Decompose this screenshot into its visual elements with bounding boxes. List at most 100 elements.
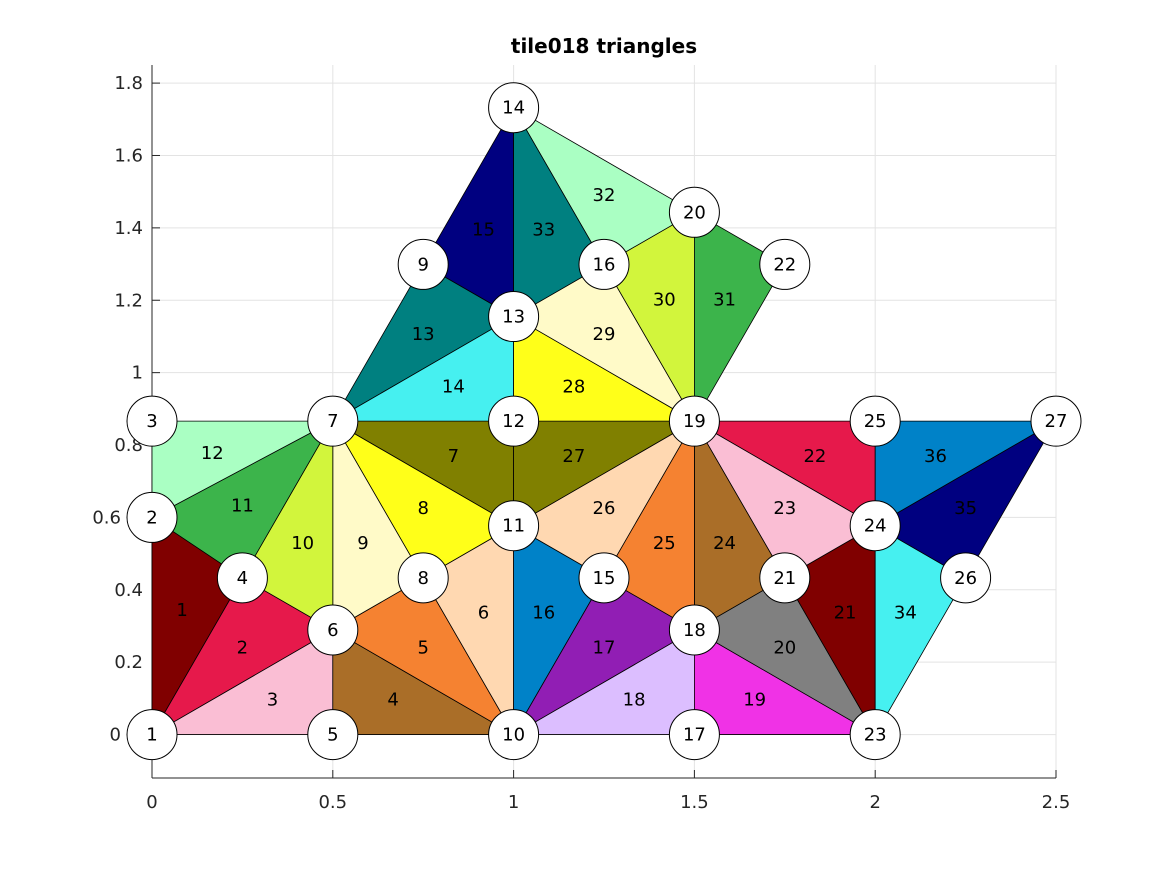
y-tick-label: 0.4 (114, 580, 143, 601)
node-label: 20 (683, 202, 706, 223)
node-8 (397, 552, 449, 604)
node-label: 22 (773, 254, 796, 275)
triangle-label: 31 (713, 289, 736, 310)
node-label: 16 (593, 254, 616, 275)
node-4 (216, 552, 268, 604)
triangle-36 (874, 420, 1058, 527)
node-label: 23 (864, 725, 887, 746)
x-tick-label: 2 (869, 792, 880, 813)
triangle-label: 7 (448, 446, 459, 467)
node-27 (1030, 395, 1082, 447)
node-17 (668, 709, 720, 761)
node-label: 7 (327, 411, 338, 432)
node-14 (488, 82, 540, 134)
triangle-label: 30 (653, 289, 676, 310)
y-tick-label: 1 (132, 363, 143, 384)
triangle-label: 1 (176, 600, 187, 621)
node-3 (126, 395, 178, 447)
triangle-label: 5 (417, 637, 428, 658)
node-label: 24 (864, 516, 887, 537)
node-26 (940, 552, 992, 604)
triangle-label: 17 (593, 637, 616, 658)
triangle-label: 33 (532, 220, 555, 241)
node-label: 10 (502, 725, 525, 746)
x-tick-label: 1.5 (680, 792, 709, 813)
node-19 (668, 395, 720, 447)
y-tick-label: 0 (110, 725, 121, 746)
node-10 (488, 709, 540, 761)
node-18 (668, 604, 720, 656)
triangle-label: 16 (532, 603, 555, 624)
node-label: 27 (1045, 411, 1068, 432)
triangle-label: 32 (593, 185, 616, 206)
node-12 (488, 395, 540, 447)
x-tick-label: 2.5 (1042, 792, 1071, 813)
node-15 (578, 552, 630, 604)
y-tick-label: 1.8 (114, 73, 143, 94)
node-label: 25 (864, 411, 887, 432)
triangle-label: 22 (803, 446, 826, 467)
triangle-label: 18 (623, 690, 646, 711)
triangle-label: 24 (713, 533, 736, 554)
x-tick-label: 0.5 (318, 792, 347, 813)
node-label: 6 (327, 620, 338, 641)
node-label: 1 (146, 725, 157, 746)
node-20 (668, 186, 720, 238)
triangle-label: 29 (593, 324, 616, 345)
node-label: 5 (327, 725, 338, 746)
node-23 (849, 709, 901, 761)
triangle-label: 26 (593, 498, 616, 519)
triangle-label: 35 (954, 498, 977, 519)
triangle-label: 11 (231, 495, 254, 516)
nodes: 1234567891011121314151617181920212223242… (126, 82, 1082, 761)
node-16 (578, 238, 630, 290)
node-13 (488, 291, 540, 343)
node-label: 14 (502, 98, 525, 119)
node-label: 13 (502, 307, 525, 328)
triangle-label: 28 (562, 376, 585, 397)
node-label: 21 (773, 568, 796, 589)
node-2 (126, 491, 178, 543)
triangle-label: 13 (412, 324, 435, 345)
triangle-label: 27 (562, 446, 585, 467)
node-21 (759, 552, 811, 604)
node-label: 3 (146, 411, 157, 432)
node-1 (126, 709, 178, 761)
triangle-label: 14 (442, 376, 465, 397)
triangle-label: 19 (743, 690, 766, 711)
triangle-label: 3 (267, 690, 278, 711)
node-label: 26 (954, 568, 977, 589)
node-22 (759, 238, 811, 290)
triangle-label: 10 (291, 533, 314, 554)
node-5 (307, 709, 359, 761)
triangle-label: 34 (894, 603, 917, 624)
triangle-12 (151, 420, 333, 519)
node-label: 8 (417, 568, 428, 589)
node-11 (488, 500, 540, 552)
triangle-label: 2 (237, 637, 248, 658)
triangle-label: 21 (834, 603, 857, 624)
node-6 (307, 604, 359, 656)
node-label: 17 (683, 725, 706, 746)
x-tick-label: 1 (508, 792, 519, 813)
chart-title: tile018 triangles (511, 34, 697, 58)
node-label: 9 (417, 254, 428, 275)
triangle-label: 23 (773, 498, 796, 519)
node-7 (307, 395, 359, 447)
node-25 (849, 395, 901, 447)
triangle-label: 12 (201, 443, 224, 464)
node-label: 12 (502, 411, 525, 432)
node-24 (849, 500, 901, 552)
node-label: 18 (683, 620, 706, 641)
triangle-label: 25 (653, 533, 676, 554)
y-tick-label: 1.6 (114, 145, 143, 166)
node-label: 11 (502, 516, 525, 537)
triangle-label: 4 (387, 690, 398, 711)
triangle-label: 20 (773, 637, 796, 658)
x-tick-label: 0 (146, 792, 157, 813)
triangle-label: 15 (472, 220, 495, 241)
y-tick-label: 1.2 (114, 290, 143, 311)
node-label: 2 (146, 507, 157, 528)
